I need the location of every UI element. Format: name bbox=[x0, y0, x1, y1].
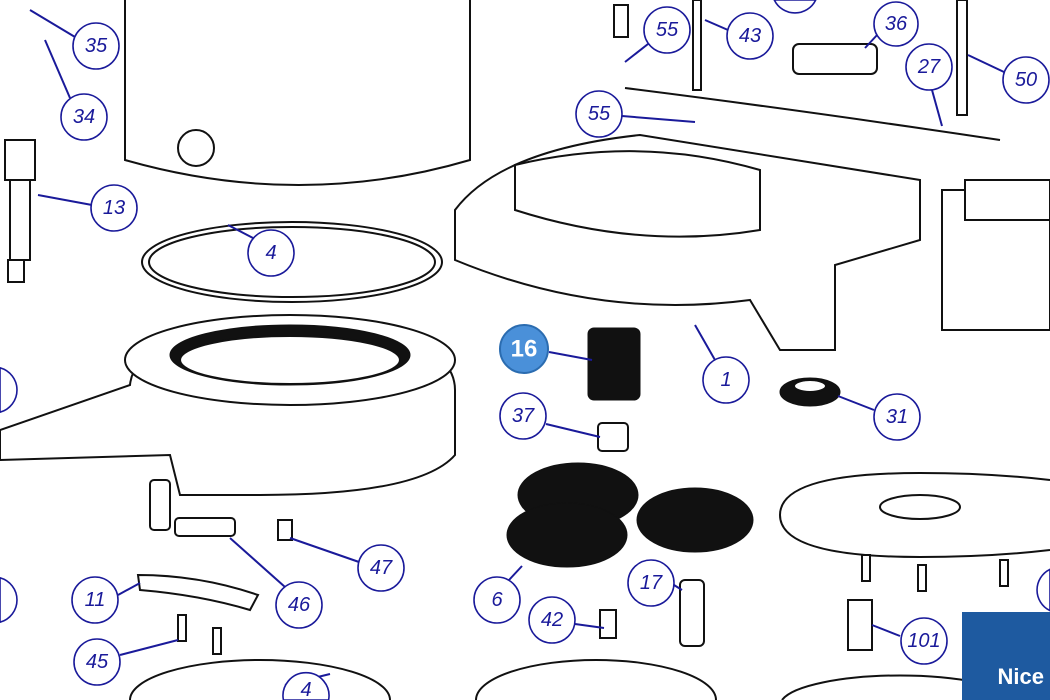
callout-43[interactable]: 43 bbox=[726, 12, 774, 60]
callout-47[interactable]: 47 bbox=[357, 544, 405, 592]
callout-46[interactable]: 46 bbox=[275, 581, 323, 629]
callout-label: 4 bbox=[265, 242, 276, 264]
gears bbox=[506, 462, 754, 568]
callout-label: 47 bbox=[370, 557, 393, 579]
callout-label: 6 bbox=[491, 589, 503, 611]
callout-label: 1 bbox=[720, 369, 731, 391]
bushing bbox=[597, 422, 629, 452]
callout-label: 4 bbox=[300, 679, 311, 700]
callout-4-bottom[interactable]: 4 bbox=[282, 672, 330, 700]
screws bbox=[149, 4, 1009, 655]
callout-label: 16 bbox=[511, 336, 538, 363]
magnet bbox=[847, 599, 873, 651]
motor-housing bbox=[124, 0, 471, 186]
callout-11[interactable]: 11 bbox=[71, 576, 119, 624]
partial-callouts bbox=[0, 0, 1050, 624]
callout-45[interactable]: 45 bbox=[73, 638, 121, 686]
callout-16-highlighted[interactable]: 16 bbox=[499, 324, 549, 374]
callout-label: 101 bbox=[907, 630, 940, 652]
cable bbox=[624, 0, 1001, 141]
ring-gear-arm bbox=[0, 314, 456, 496]
callout-label: 31 bbox=[886, 406, 908, 428]
motor-shaft bbox=[4, 139, 36, 283]
pinion-gear bbox=[587, 327, 641, 401]
lower-plate bbox=[475, 659, 717, 700]
callout-27[interactable]: 27 bbox=[905, 43, 953, 91]
callout-label: 50 bbox=[1015, 69, 1037, 91]
callout-label: 36 bbox=[885, 13, 908, 35]
callout-55-top[interactable]: 55 bbox=[643, 6, 691, 54]
callout-label: 35 bbox=[85, 35, 108, 57]
cover-plate bbox=[136, 573, 260, 612]
callout-label: 45 bbox=[86, 651, 109, 673]
callout-101[interactable]: 101 bbox=[900, 617, 948, 665]
leader-lines bbox=[29, 9, 1005, 686]
callout-37[interactable]: 37 bbox=[499, 392, 547, 440]
callout-label: 17 bbox=[640, 572, 663, 594]
callout-55[interactable]: 55 bbox=[575, 90, 623, 138]
callout-label: 55 bbox=[656, 19, 679, 41]
transformer bbox=[941, 179, 1050, 331]
callout-50[interactable]: 50 bbox=[1002, 56, 1050, 104]
callout-4[interactable]: 4 bbox=[247, 229, 295, 277]
callout-34[interactable]: 34 bbox=[60, 93, 108, 141]
callout-label: 43 bbox=[739, 25, 761, 47]
callout-17[interactable]: 17 bbox=[627, 559, 675, 607]
callout-1[interactable]: 1 bbox=[702, 356, 750, 404]
encoder-disc bbox=[778, 471, 1050, 559]
callout-label: 13 bbox=[103, 197, 125, 219]
callout-35[interactable]: 35 bbox=[72, 22, 120, 70]
callout-6[interactable]: 6 bbox=[473, 576, 521, 624]
callout-label: 27 bbox=[917, 56, 941, 78]
callout-31[interactable]: 31 bbox=[873, 393, 921, 441]
callout-label: 46 bbox=[288, 594, 311, 616]
callout-label: 55 bbox=[588, 103, 611, 125]
callout-label: 42 bbox=[541, 609, 563, 631]
seal-ring bbox=[779, 377, 841, 407]
callout-label: 37 bbox=[512, 405, 535, 427]
nice-logo: Nice bbox=[962, 612, 1050, 700]
base-housing bbox=[454, 133, 921, 351]
callout-label: 11 bbox=[85, 589, 106, 611]
callout-13[interactable]: 13 bbox=[90, 184, 138, 232]
lower-housing bbox=[129, 659, 391, 700]
callout-36[interactable]: 36 bbox=[873, 1, 919, 47]
spacer-tube bbox=[679, 579, 705, 647]
callout-label: 34 bbox=[73, 106, 95, 128]
callout-42[interactable]: 42 bbox=[528, 596, 576, 644]
